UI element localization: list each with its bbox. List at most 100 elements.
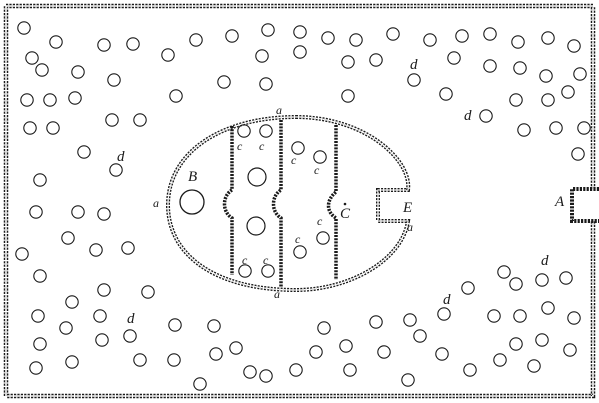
particle [564,344,576,356]
particle [498,266,510,278]
particle [262,24,274,36]
particle [127,38,139,50]
particle [462,282,474,294]
label-c: c [263,253,269,267]
particle [24,122,36,134]
particle [440,88,452,100]
label-d: d [410,57,418,73]
particle [30,206,42,218]
particle [568,312,580,324]
central-cell [168,117,408,290]
particle [540,70,552,82]
outer-frame-inner [6,6,593,396]
particle [488,310,500,322]
nucleus-b [180,190,204,214]
particle [170,90,182,102]
inner-body [317,232,329,244]
particle [510,338,522,350]
particle [528,360,540,372]
particle [480,110,492,122]
label-c: c [295,232,301,246]
label-a-left: a [153,196,159,210]
particle [510,94,522,106]
particle [310,346,322,358]
particle [47,122,59,134]
particle [424,34,436,46]
particle [578,122,590,134]
particle [350,34,362,46]
particle [210,348,222,360]
particle [34,174,46,186]
particle [98,39,110,51]
particle [560,272,572,284]
particle [402,374,414,386]
particle [344,364,356,376]
outer-frame [6,6,593,396]
partition-1 [225,126,233,275]
particle [322,32,334,44]
particle [98,208,110,220]
particle [90,244,102,256]
label-d: d [541,253,549,269]
label-c: c [314,163,320,177]
particle [36,64,48,76]
particle [50,36,62,48]
particle [514,310,526,322]
particle [44,94,56,106]
particle [484,60,496,72]
particle [94,310,106,322]
particle [340,340,352,352]
label-c: c [237,139,243,153]
label-a-opening: A [554,194,565,210]
particle [106,114,118,126]
particle [290,364,302,376]
inner-bodies [238,125,329,277]
particle [404,314,416,326]
label-d: d [117,149,125,165]
inner-body [294,246,306,258]
particle [536,274,548,286]
particle [294,46,306,58]
particle [110,164,122,176]
particle [66,296,78,308]
particle [294,26,306,38]
particle [26,52,38,64]
particle [408,74,420,86]
inner-granule [248,168,266,186]
particle [370,54,382,66]
label-d: d [464,108,472,124]
particle [494,354,506,366]
particle [436,348,448,360]
particle [568,40,580,52]
label-c-dot [344,203,347,206]
particle [510,278,522,290]
particle [142,286,154,298]
particle [162,49,174,61]
particle [108,74,120,86]
particle [134,354,146,366]
particle [66,356,78,368]
particle [536,334,548,346]
particle [62,232,74,244]
particle [512,36,524,48]
particle [438,308,450,320]
particle [21,94,33,106]
particle [124,330,136,342]
particle [226,30,238,42]
particle [16,248,28,260]
particle [572,148,584,160]
particle [456,30,468,42]
particle [542,302,554,314]
label-a-top: a [276,103,282,117]
particle [168,354,180,366]
particle [244,366,256,378]
particle [34,270,46,282]
particle [78,146,90,158]
inner-body [260,125,272,137]
particle [342,56,354,68]
particle [518,124,530,136]
particle [542,32,554,44]
label-a-bottom: a [274,287,280,301]
particle [32,310,44,322]
label-c: c [291,153,297,167]
